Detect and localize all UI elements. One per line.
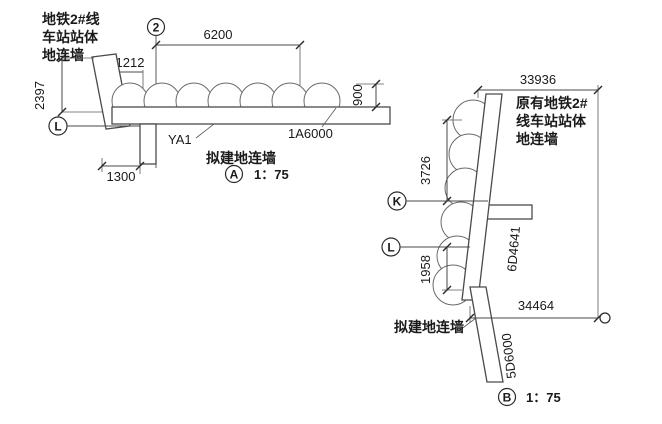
connector-beam (485, 204, 533, 220)
dim-tick (442, 115, 452, 125)
dim-1958-label: 1958 (418, 255, 433, 284)
dim-tick (442, 242, 452, 252)
dim-tick (135, 161, 145, 171)
axis-end-bubble (599, 312, 611, 324)
right-existing-wall-note-line1: 原有地铁2# (516, 95, 588, 111)
view-marker-b-bubble (497, 387, 517, 407)
dim-900-label: 900 (350, 84, 365, 106)
left-section-view: 地铁2#线 车站站体 地连墙 2 6200 1212 (32, 11, 391, 184)
dim-tick (442, 285, 452, 295)
dim-tick (57, 53, 67, 63)
dim-tick (371, 79, 381, 89)
right-section-view: 33936 原有地铁2# 线车站站体 地连墙 3726 K (381, 72, 611, 407)
axis-l-left-label: L (54, 120, 61, 134)
dim-1300: 1300 (97, 158, 145, 184)
right-existing-wall-note-line2: 线车站站体 (516, 113, 587, 129)
dim-6200: 6200 (151, 27, 305, 94)
dim-tick (473, 85, 483, 95)
right-existing-wall-note-line3: 地连墙 (516, 131, 558, 147)
proposed-wall-right (469, 286, 504, 383)
dim-1300-label: 1300 (107, 169, 136, 184)
proposed-wall-leader (459, 317, 477, 331)
dim-900: 900 (350, 79, 384, 112)
dim-tick (57, 107, 67, 117)
axis-k-label: K (393, 195, 402, 209)
dim-tick (151, 40, 161, 50)
wall-ref-6d4641-label: 6D4641 (504, 226, 523, 273)
left-proposed-wall-note: 拟建地连墙 (206, 150, 276, 166)
view-marker-a-bubble (224, 164, 244, 184)
axis-2-label: 2 (153, 21, 160, 35)
left-existing-wall-note-line1: 地铁2#线 (42, 11, 100, 27)
right-proposed-wall-note: 拟建地连墙 (394, 319, 464, 335)
left-existing-wall-note-line3: 地连墙 (42, 47, 84, 63)
ya1-leader (195, 123, 215, 139)
dim-33936: 33936 (473, 72, 603, 318)
dim-tick (371, 102, 381, 112)
wall-ref-leader (321, 107, 337, 128)
dim-1958: 1958 (418, 242, 462, 295)
dim-6200-label: 6200 (204, 27, 233, 42)
dim-tick (465, 313, 475, 323)
dim-1212-label: 1212 (116, 55, 145, 70)
dim-34464: 34464 (465, 298, 611, 324)
view-b-scale: 1：75 (526, 390, 561, 405)
dim-34464-label: 34464 (518, 298, 554, 313)
proposed-wall-horizontal (111, 106, 391, 125)
dim-33936-label: 33936 (520, 72, 556, 87)
view-marker-b-label: B (503, 391, 512, 405)
dim-3726: 3726 (418, 115, 462, 206)
dim-tick (593, 85, 603, 95)
dim-3726-label: 3726 (418, 156, 433, 185)
wall-ref-5d6000-label: 5D6000 (499, 332, 519, 379)
ya1-label: YA1 (168, 132, 192, 147)
axis-l-right-label: L (387, 241, 394, 255)
dim-2397: 2397 (32, 53, 102, 117)
wall-ref-1a6000-label: 1A6000 (288, 126, 333, 141)
dim-tick (97, 161, 107, 171)
left-existing-wall-note-line2: 车站站体 (42, 29, 99, 45)
return-wall (139, 123, 157, 165)
view-marker-a-label: A (230, 168, 239, 182)
dim-2397-label: 2397 (32, 81, 47, 110)
view-a-scale: 1：75 (254, 167, 289, 182)
